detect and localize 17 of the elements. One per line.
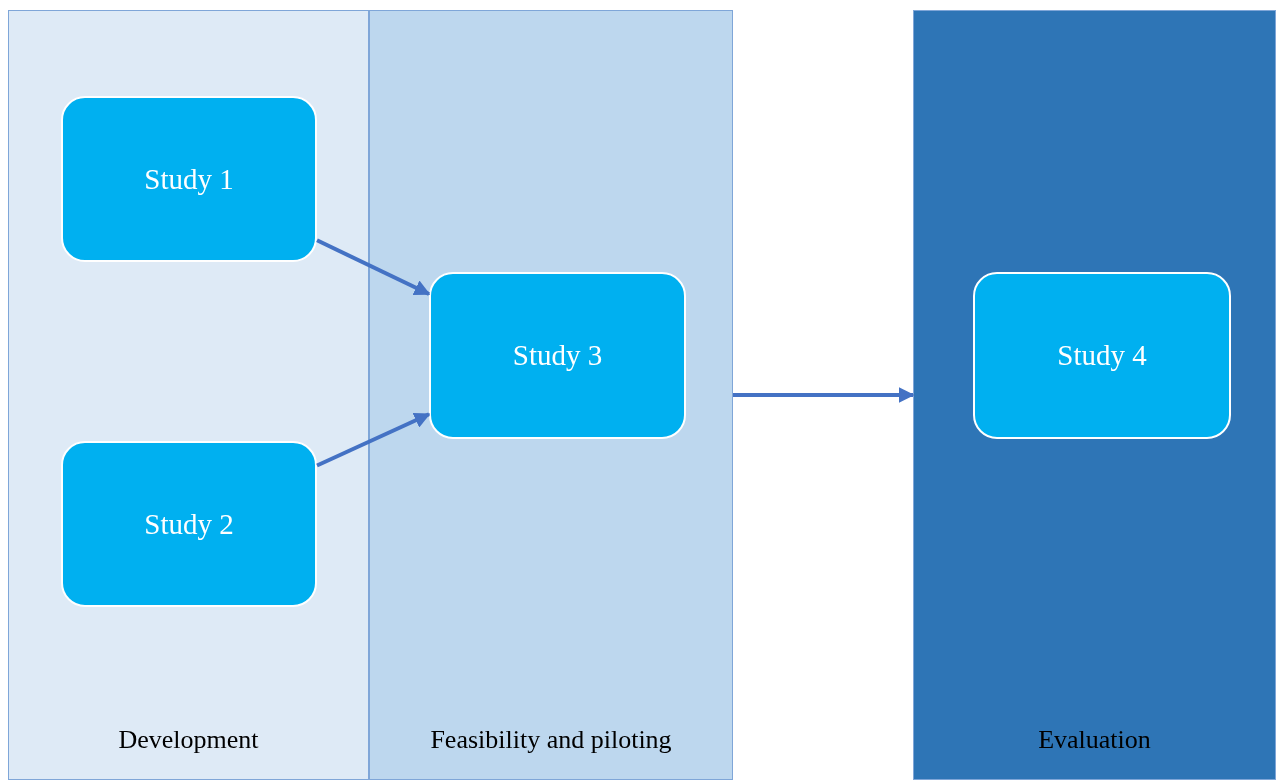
phase-label: Development	[117, 725, 260, 755]
study-box	[973, 272, 1231, 439]
study-label: Study 1	[144, 162, 234, 196]
study-label: Study 4	[1057, 339, 1147, 372]
phase-label: Feasibility and piloting	[429, 725, 673, 755]
arrow	[733, 387, 915, 403]
phase-band	[913, 10, 1276, 780]
study-box	[61, 441, 317, 607]
study-label: Study 3	[512, 339, 603, 372]
phase-label: Evaluation	[1037, 725, 1152, 755]
phase-band	[369, 10, 733, 780]
arrow	[316, 238, 431, 296]
study-box	[61, 96, 317, 262]
study-label: Study 2	[144, 507, 234, 541]
study-box	[429, 272, 686, 439]
phase-band	[8, 10, 369, 780]
arrow	[316, 412, 431, 468]
